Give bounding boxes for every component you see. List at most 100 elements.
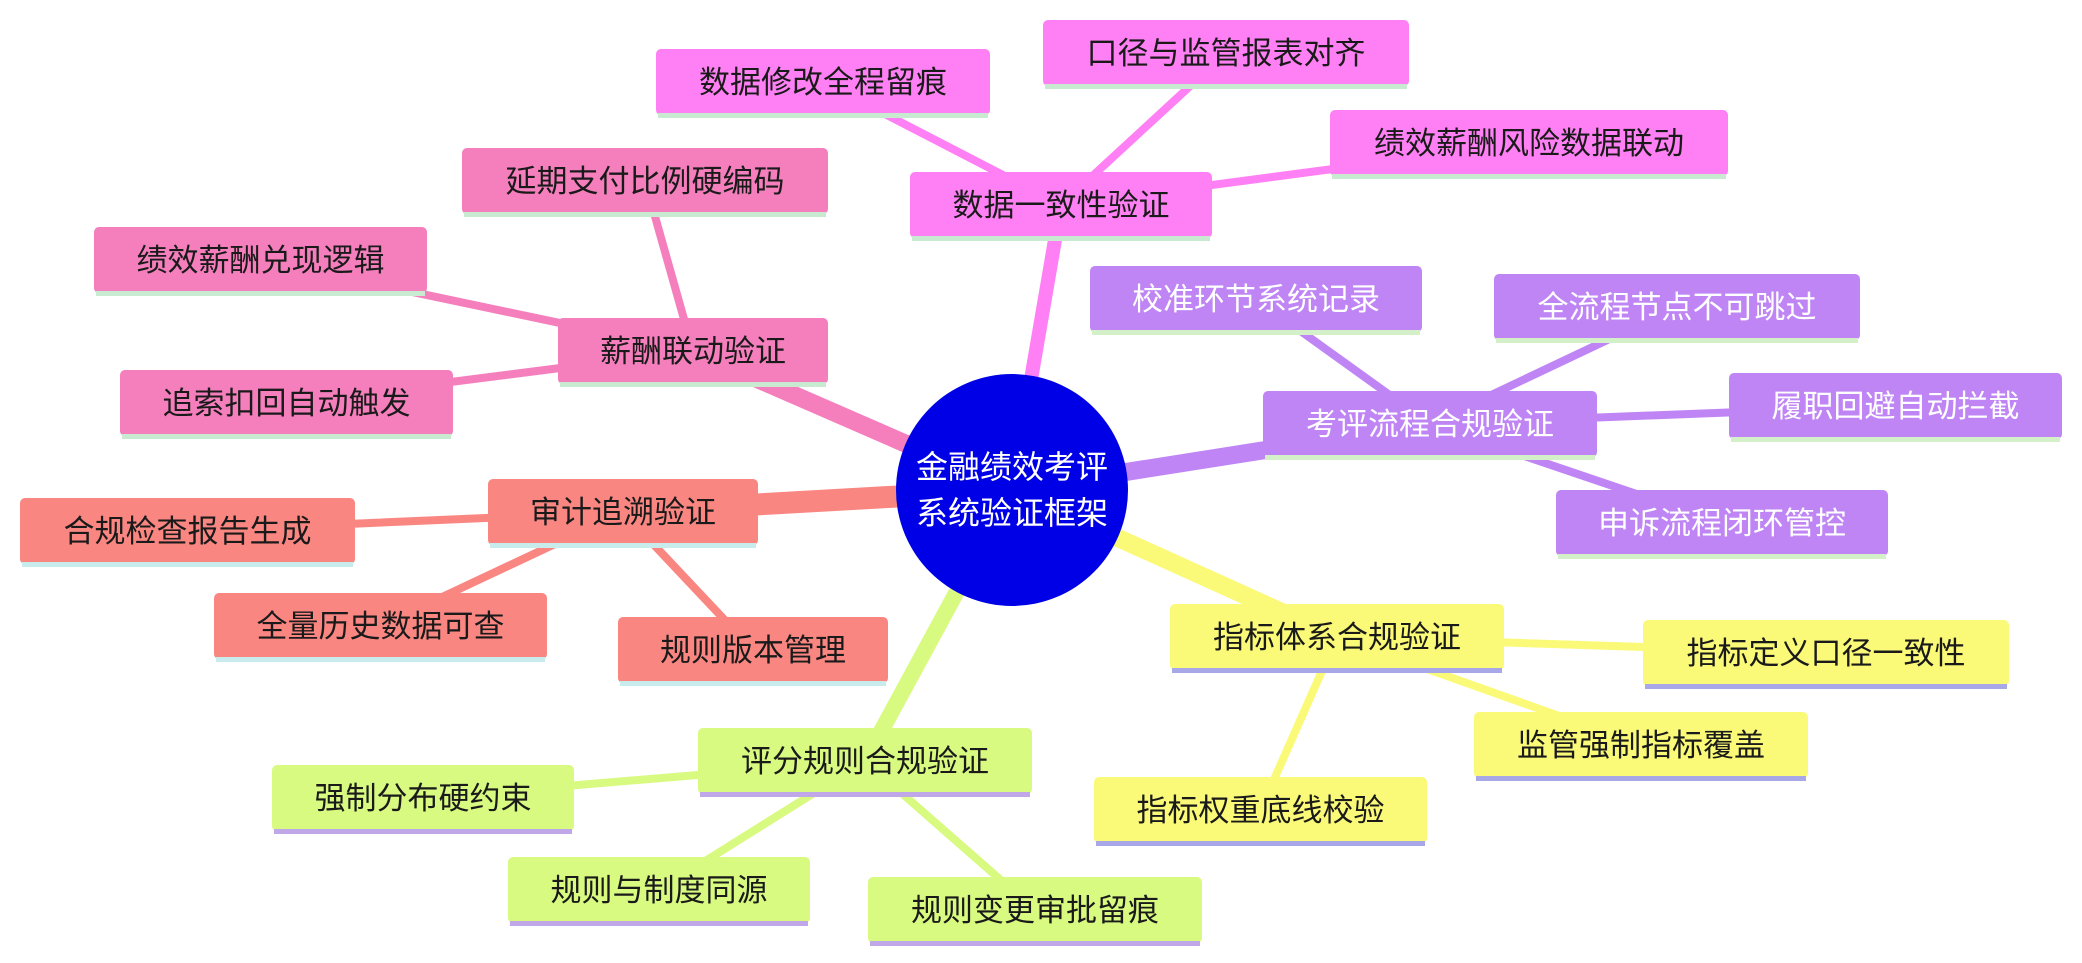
leaf-node-process-compliance-1[interactable]: 校准环节系统记录 xyxy=(1090,266,1422,335)
leaf-node-indicator-system-1-underline xyxy=(1645,684,2007,689)
leaf-node-pay-linkage-1-label: 延期支付比例硬编码 xyxy=(506,164,785,200)
leaf-node-scoring-rules-3-underline xyxy=(870,941,1200,946)
leaf-node-indicator-system-2-underline xyxy=(1476,776,1806,781)
leaf-node-indicator-system-3-label: 指标权重底线校验 xyxy=(1137,793,1385,829)
branch-node-indicator-system-underline xyxy=(1172,668,1502,673)
leaf-node-process-compliance-3-box xyxy=(1729,373,2062,439)
leaf-node-audit-trace-2-underline xyxy=(216,657,545,662)
leaf-node-data-consistency-3-box xyxy=(1330,110,1728,176)
branch-node-pay-linkage-box xyxy=(558,318,828,384)
leaf-node-process-compliance-2-box xyxy=(1494,274,1860,340)
leaf-node-pay-linkage-3-label: 追索扣回自动触发 xyxy=(163,386,411,422)
leaf-node-data-consistency-2-underline xyxy=(658,113,988,118)
leaf-node-data-consistency-1[interactable]: 口径与监管报表对齐 xyxy=(1043,20,1409,89)
branch-node-data-consistency-underline xyxy=(912,236,1210,241)
branch-node-process-compliance-box xyxy=(1263,391,1597,457)
branch-node-scoring-rules[interactable]: 评分规则合规验证 xyxy=(698,728,1032,797)
branch-node-scoring-rules-underline xyxy=(700,792,1030,797)
branch-node-data-consistency-label: 数据一致性验证 xyxy=(953,188,1170,224)
leaf-node-audit-trace-1-underline xyxy=(22,562,353,567)
leaf-node-audit-trace-1-label: 合规检查报告生成 xyxy=(64,514,312,550)
leaf-node-audit-trace-2-label: 全量历史数据可查 xyxy=(257,609,505,645)
leaf-node-data-consistency-3[interactable]: 绩效薪酬风险数据联动 xyxy=(1330,110,1728,179)
leaf-node-process-compliance-3-underline xyxy=(1731,437,2060,442)
leaf-node-scoring-rules-3[interactable]: 规则变更审批留痕 xyxy=(868,877,1202,946)
leaf-node-audit-trace-3[interactable]: 规则版本管理 xyxy=(618,617,888,686)
leaf-node-scoring-rules-3-box xyxy=(868,877,1202,943)
leaf-node-process-compliance-3-label: 履职回避自动拦截 xyxy=(1772,389,2020,425)
branch-node-indicator-system[interactable]: 指标体系合规验证 xyxy=(1170,604,1504,673)
leaf-node-scoring-rules-3-label: 规则变更审批留痕 xyxy=(911,893,1159,929)
leaf-node-audit-trace-2[interactable]: 全量历史数据可查 xyxy=(214,593,547,662)
leaf-node-process-compliance-2[interactable]: 全流程节点不可跳过 xyxy=(1494,274,1860,343)
leaf-node-audit-trace-3-box xyxy=(618,617,888,683)
branch-node-data-consistency[interactable]: 数据一致性验证 xyxy=(910,172,1212,241)
branch-node-process-compliance-underline xyxy=(1265,455,1595,460)
leaf-node-scoring-rules-1-box xyxy=(272,765,574,831)
leaf-node-process-compliance-4-box xyxy=(1556,490,1888,556)
branch-node-indicator-system-box xyxy=(1170,604,1504,670)
leaf-node-data-consistency-3-label: 绩效薪酬风险数据联动 xyxy=(1374,126,1684,162)
leaf-node-process-compliance-4[interactable]: 申诉流程闭环管控 xyxy=(1556,490,1888,559)
leaf-node-process-compliance-1-underline xyxy=(1092,330,1420,335)
leaf-node-pay-linkage-1-box xyxy=(462,148,828,214)
branch-node-indicator-system-label: 指标体系合规验证 xyxy=(1213,620,1461,656)
leaf-node-process-compliance-4-label: 申诉流程闭环管控 xyxy=(1598,506,1846,542)
leaf-node-indicator-system-3-box xyxy=(1094,777,1427,843)
leaf-node-process-compliance-3[interactable]: 履职回避自动拦截 xyxy=(1729,373,2062,442)
leaf-node-scoring-rules-2-label: 规则与制度同源 xyxy=(551,873,768,909)
leaf-node-indicator-system-3-underline xyxy=(1096,841,1425,846)
leaf-node-scoring-rules-2-box xyxy=(508,857,810,923)
branch-node-data-consistency-box xyxy=(910,172,1212,238)
leaf-node-pay-linkage-3-underline xyxy=(122,434,451,439)
leaf-node-audit-trace-1[interactable]: 合规检查报告生成 xyxy=(20,498,355,567)
leaf-node-scoring-rules-2[interactable]: 规则与制度同源 xyxy=(508,857,810,926)
branch-node-audit-trace-box xyxy=(488,479,758,545)
leaf-node-process-compliance-1-box xyxy=(1090,266,1422,332)
leaf-node-scoring-rules-1-underline xyxy=(274,829,572,834)
branch-node-audit-trace[interactable]: 审计追溯验证 xyxy=(488,479,758,548)
branch-node-audit-trace-underline xyxy=(490,543,756,548)
branch-node-pay-linkage-label: 薪酬联动验证 xyxy=(600,334,786,370)
leaf-node-data-consistency-1-underline xyxy=(1045,84,1407,89)
leaf-node-audit-trace-3-label: 规则版本管理 xyxy=(660,633,846,669)
leaf-node-scoring-rules-1[interactable]: 强制分布硬约束 xyxy=(272,765,574,834)
leaf-node-pay-linkage-2-box xyxy=(94,227,427,293)
root-label-line1: 金融绩效考评 xyxy=(916,448,1108,486)
leaf-node-data-consistency-3-underline xyxy=(1332,174,1726,179)
leaf-node-pay-linkage-1[interactable]: 延期支付比例硬编码 xyxy=(462,148,828,217)
leaf-node-process-compliance-1-label: 校准环节系统记录 xyxy=(1132,282,1380,318)
leaf-node-indicator-system-2[interactable]: 监管强制指标覆盖 xyxy=(1474,712,1808,781)
branch-node-scoring-rules-box xyxy=(698,728,1032,794)
leaf-node-process-compliance-2-label: 全流程节点不可跳过 xyxy=(1538,290,1817,326)
branch-node-process-compliance[interactable]: 考评流程合规验证 xyxy=(1263,391,1597,460)
leaf-node-data-consistency-2-label: 数据修改全程留痕 xyxy=(699,65,947,101)
leaf-node-process-compliance-2-underline xyxy=(1496,338,1858,343)
branch-node-process-compliance-label: 考评流程合规验证 xyxy=(1306,407,1554,443)
leaf-node-pay-linkage-3[interactable]: 追索扣回自动触发 xyxy=(120,370,453,439)
root-node[interactable]: 金融绩效考评 系统验证框架 xyxy=(896,374,1128,606)
leaf-node-pay-linkage-1-underline xyxy=(464,212,826,217)
leaf-node-audit-trace-3-underline xyxy=(620,681,886,686)
branch-node-scoring-rules-label: 评分规则合规验证 xyxy=(741,744,989,780)
leaf-node-data-consistency-2-box xyxy=(656,49,990,115)
leaf-node-pay-linkage-2-underline xyxy=(96,291,425,296)
root-label-line2: 系统验证框架 xyxy=(916,494,1108,532)
branch-node-pay-linkage[interactable]: 薪酬联动验证 xyxy=(558,318,828,387)
leaf-node-pay-linkage-2-label: 绩效薪酬兑现逻辑 xyxy=(137,243,385,279)
leaf-node-pay-linkage-3-box xyxy=(120,370,453,436)
leaf-node-audit-trace-1-box xyxy=(20,498,355,564)
leaf-node-indicator-system-2-box xyxy=(1474,712,1808,778)
branch-node-pay-linkage-underline xyxy=(560,382,826,387)
leaf-node-data-consistency-2[interactable]: 数据修改全程留痕 xyxy=(656,49,990,118)
leaf-node-scoring-rules-1-label: 强制分布硬约束 xyxy=(315,781,532,817)
leaf-node-pay-linkage-2[interactable]: 绩效薪酬兑现逻辑 xyxy=(94,227,427,296)
leaf-node-data-consistency-1-box xyxy=(1043,20,1409,86)
leaf-node-indicator-system-2-label: 监管强制指标覆盖 xyxy=(1517,728,1765,764)
leaf-node-indicator-system-3[interactable]: 指标权重底线校验 xyxy=(1094,777,1427,846)
leaf-node-indicator-system-1[interactable]: 指标定义口径一致性 xyxy=(1643,620,2009,689)
leaf-node-audit-trace-2-box xyxy=(214,593,547,659)
branch-node-audit-trace-label: 审计追溯验证 xyxy=(530,495,716,531)
leaf-node-data-consistency-1-label: 口径与监管报表对齐 xyxy=(1087,36,1366,72)
